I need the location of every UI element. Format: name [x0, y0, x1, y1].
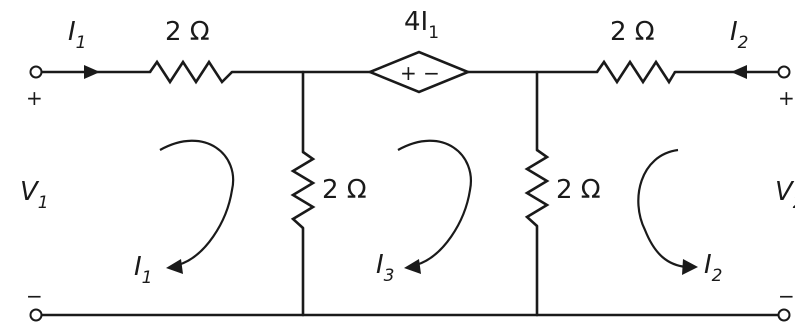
resistor-label-shunt-right: 2 Ω	[556, 175, 601, 205]
terminal-left-top	[29, 65, 43, 79]
resistor-label-top-left: 2 Ω	[165, 17, 210, 47]
current-label-i2: I2	[730, 17, 749, 53]
curved-arrow-icon	[682, 259, 698, 275]
mesh-label-i3: I3	[376, 250, 395, 286]
terminal-right-bottom	[777, 308, 791, 322]
arrow-right-icon	[84, 65, 100, 79]
mesh-label-i1: I1	[134, 252, 153, 288]
resistor-top-left	[148, 59, 233, 85]
loop-arc-1	[159, 139, 235, 267]
mesh-label-i2: I2	[704, 250, 723, 286]
dependent-source-label: 4I1	[404, 7, 439, 43]
polarity-minus-left: −	[26, 284, 43, 308]
resistor-label-shunt-left: 2 Ω	[322, 175, 367, 205]
loop-arc-2	[637, 148, 687, 269]
curved-arrow-icon	[166, 259, 183, 274]
resistor-shunt-right	[524, 148, 550, 227]
polarity-plus-left: +	[26, 86, 43, 110]
polarity-plus-right: +	[778, 86, 795, 110]
current-label-i1: I1	[68, 17, 87, 53]
resistor-top-right	[595, 59, 677, 85]
source-polarity-label: + −	[400, 61, 440, 85]
terminal-right-top	[777, 65, 791, 79]
arrow-left-icon	[731, 65, 747, 79]
resistor-label-top-right: 2 Ω	[610, 17, 655, 47]
voltage-label-v1: V1	[20, 177, 49, 213]
voltage-label-v2: V2	[775, 177, 795, 213]
dependent-voltage-source	[366, 50, 472, 94]
mesh-loop-3	[397, 139, 473, 274]
polarity-minus-right: −	[778, 284, 795, 308]
mesh-loop-2	[637, 148, 698, 275]
resistor-shunt-left	[290, 150, 316, 229]
curved-arrow-icon	[404, 259, 421, 274]
loop-arc-3	[397, 139, 473, 267]
terminal-left-bottom	[29, 308, 43, 322]
shunt-wires	[301, 70, 539, 317]
mesh-loop-1	[159, 139, 235, 274]
